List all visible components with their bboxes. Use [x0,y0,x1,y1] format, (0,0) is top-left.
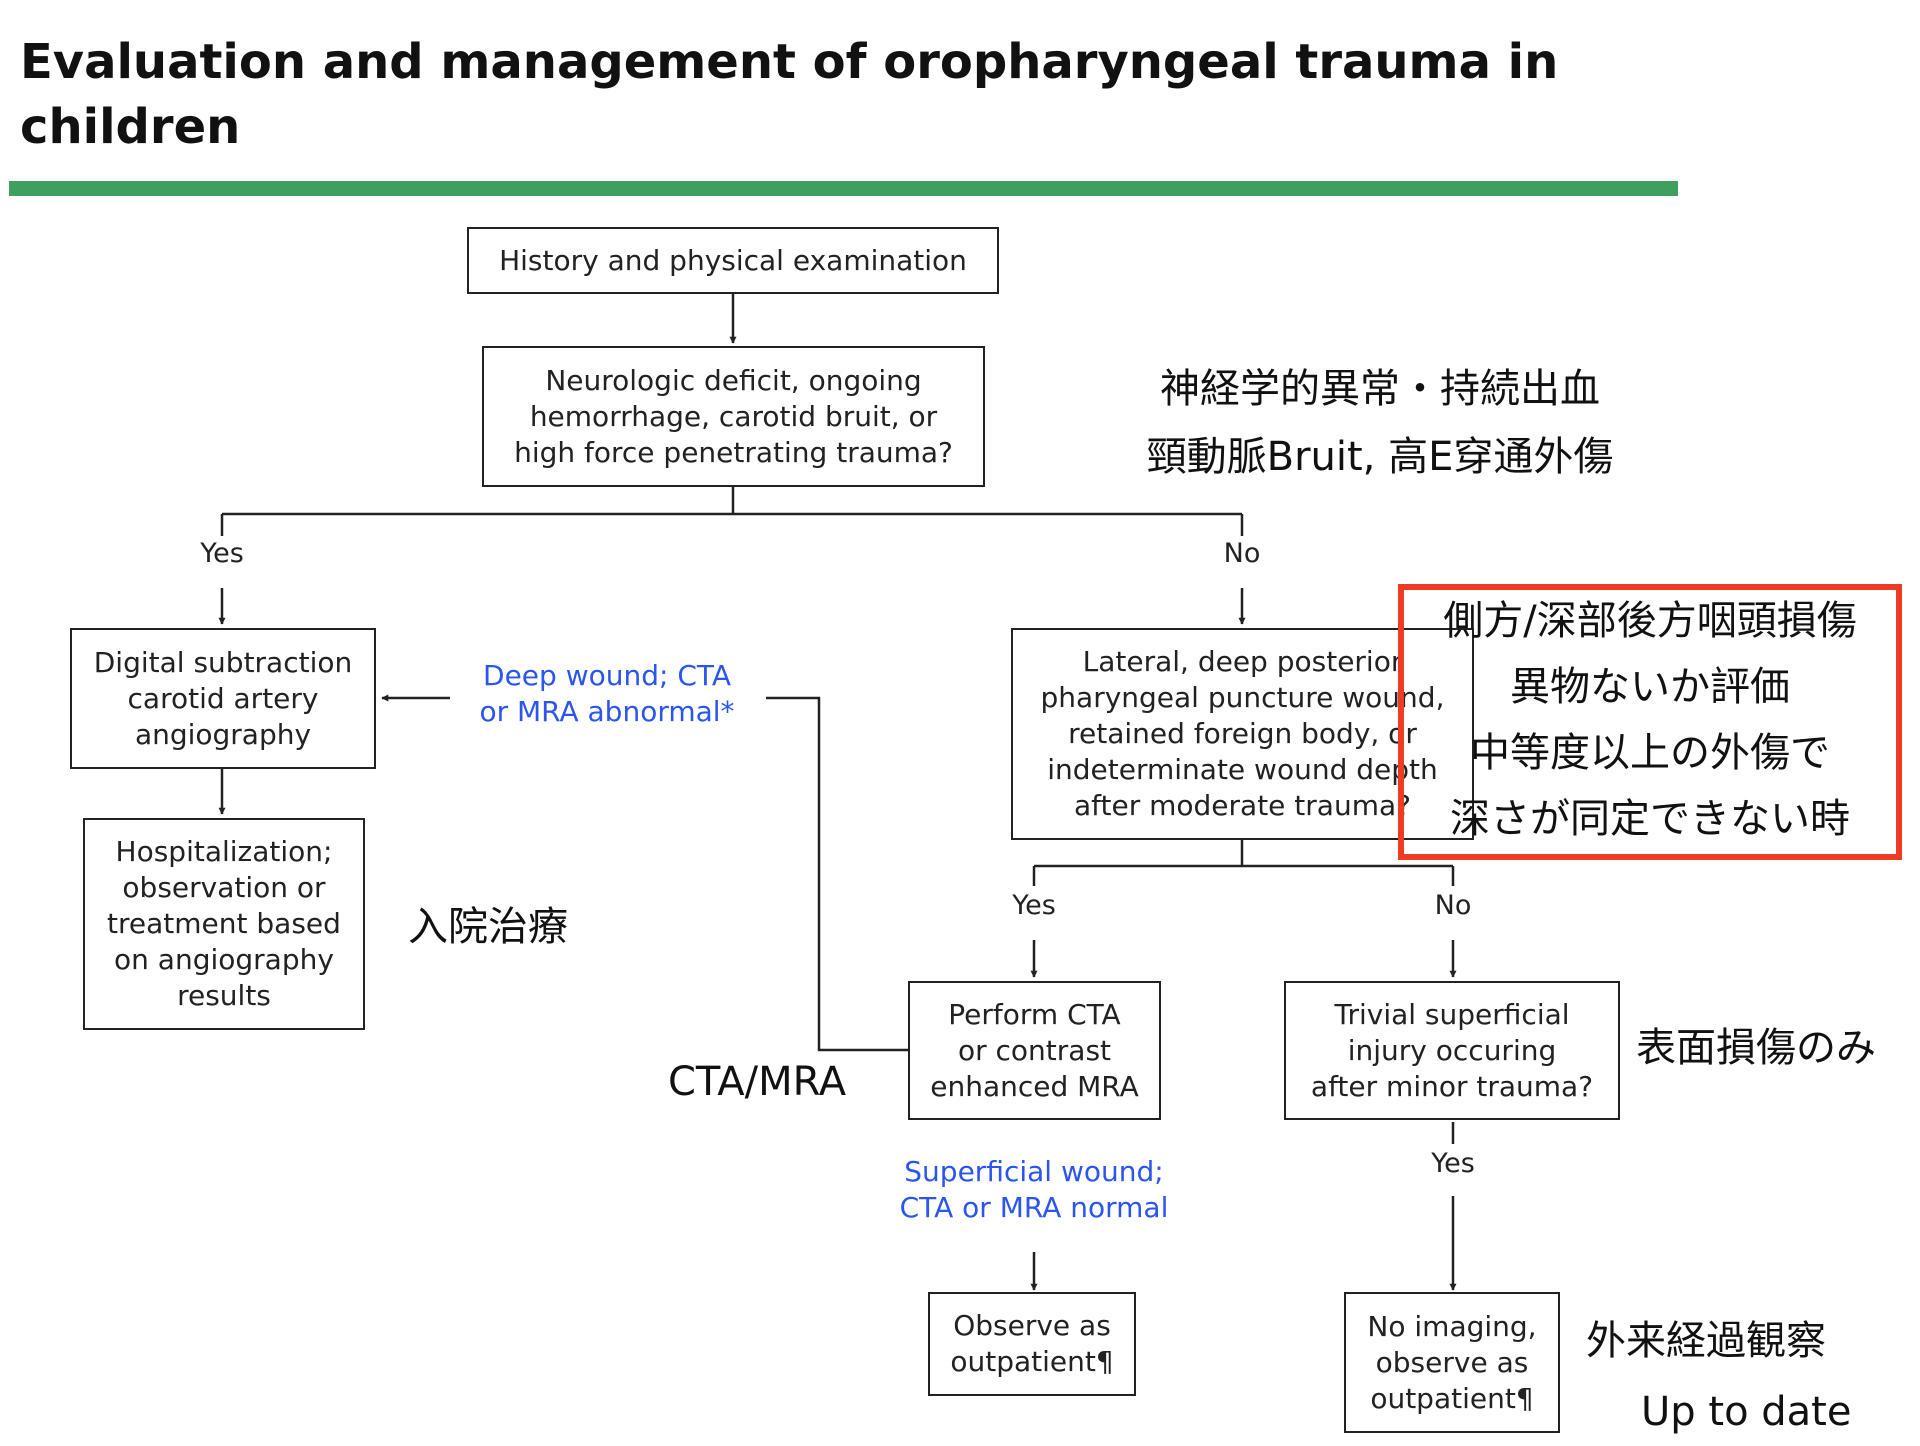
branch-label-lateral-no: No [1434,890,1472,921]
branch-label-yes: Yes [200,538,244,569]
hospital-annotation: 入院治療 [408,904,568,950]
observe-outpatient-box: Observe as outpatient¶ [928,1292,1136,1396]
hospitalization-box: Hospitalization; observation or treatmen… [83,818,365,1030]
no-imaging-box: No imaging, observe as outpatient¶ [1344,1292,1560,1433]
trivial-question-box: Trivial superficial injury occuring afte… [1284,981,1620,1120]
page-title: Evaluation and management of oropharynge… [20,34,1559,155]
history-box: History and physical examination [467,227,999,294]
superficial-annotation: 表面損傷のみ [1636,1025,1876,1071]
dsa-box: Digital subtraction carotid artery angio… [70,628,376,769]
source-label: Up to date [1641,1389,1852,1435]
lateral-question-box: Lateral, deep posterior pharyngeal punct… [1011,628,1474,840]
neuro-question-box: Neurologic deficit, ongoing hemorrhage, … [482,346,985,487]
neuro-annotation: 神経学的異常・持続出血 頸動脈Bruit, 高E穿通外傷 [1146,366,1614,480]
cta-mra-annotation: CTA/MRA [668,1059,847,1105]
branch-label-no: No [1223,538,1261,569]
superficial-wound-label: Superficial wound; CTA or MRA normal [899,1155,1169,1224]
deep-wound-label: Deep wound; CTA or MRA abnormal* [479,659,735,728]
branch-label-trivial-yes: Yes [1431,1148,1475,1179]
branch-label-lateral-yes: Yes [1012,890,1056,921]
title-divider [9,181,1678,196]
lateral-highlight-frame [1398,584,1902,860]
perform-cta-box: Perform CTA or contrast enhanced MRA [908,981,1161,1120]
lateral-annotation: 側方/深部後方咽頭損傷 異物ないか評価 中等度以上の外傷で 深さが同定できない時 [1443,598,1857,842]
connector-cta-loop [766,696,908,1052]
outpatient-annotation: 外来経過観察 [1586,1318,1826,1364]
